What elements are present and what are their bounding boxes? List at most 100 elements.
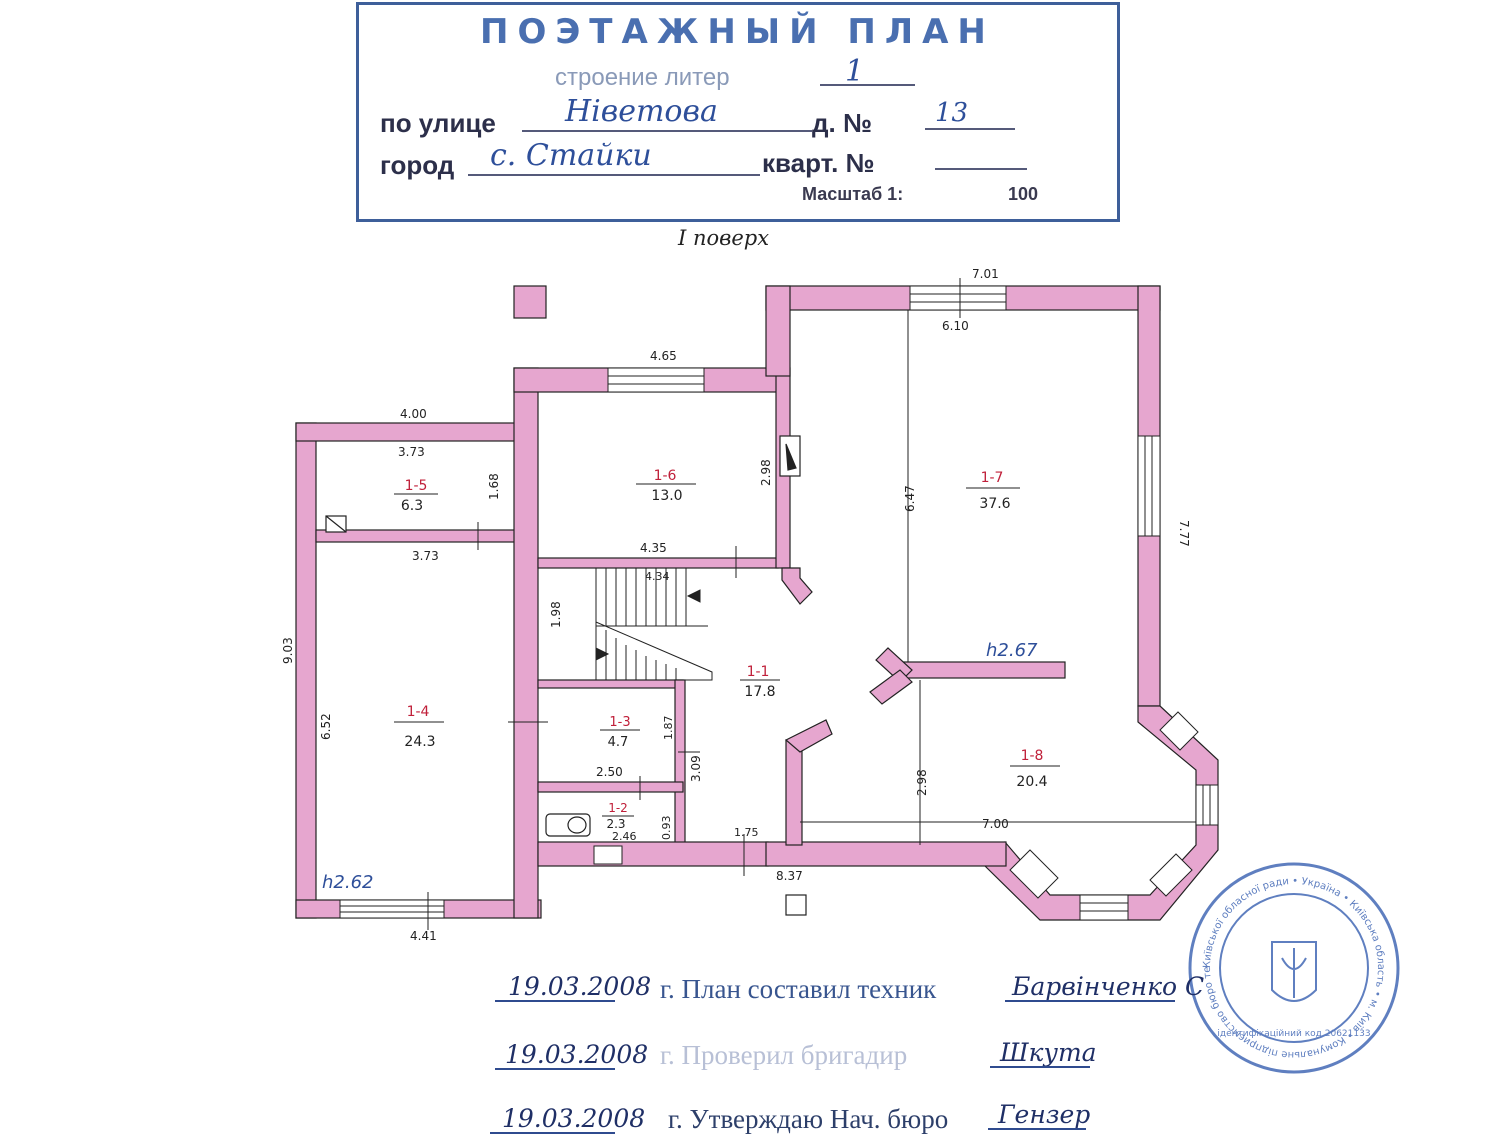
title-stamp	[356, 2, 1120, 222]
dim-stair-width: 4.34	[645, 570, 670, 583]
window-1-7-top	[909, 285, 1007, 311]
scale-label: Масштаб 1:	[802, 184, 904, 204]
room-area-1-3: 4.7	[608, 735, 629, 750]
dim-1-4-bottom: 4.41	[410, 929, 437, 943]
walls	[295, 285, 1219, 921]
dim-bottom-outer: 8.37	[776, 869, 803, 883]
footer-text-2: г. Проверил бригадир	[660, 1040, 908, 1070]
city-underline	[468, 174, 760, 176]
wall-1-3-top	[537, 679, 684, 689]
footer-sign-3: Гензер	[998, 1100, 1091, 1129]
room-area-1-5: 6.3	[401, 498, 423, 514]
dim-1-6-height: 2.98	[759, 459, 773, 486]
room-1-2: 1-2 2.3	[602, 801, 634, 831]
dim-top-inner: 6.10	[942, 319, 969, 333]
block-underline	[935, 168, 1027, 170]
stamp-subtitle: строение литер	[555, 64, 730, 91]
dim-1-2-width: 2.46	[612, 830, 637, 843]
window-bay-lower-left	[1009, 849, 1059, 899]
dim-stair-height: 1.98	[549, 601, 563, 628]
house-label: д. №	[812, 108, 872, 138]
footer-sign-2: Шкута	[1000, 1038, 1097, 1067]
room-area-1-8: 20.4	[1016, 774, 1047, 790]
window-bay-bottom	[1079, 894, 1129, 921]
window-bay-upper	[1159, 711, 1199, 751]
dim-1-3-height: 1.87	[662, 716, 675, 741]
window-1-7-right	[1137, 435, 1161, 537]
partition-horizontal	[899, 661, 1066, 679]
room-1-1: 1-1 17.8	[740, 664, 780, 700]
room-area-1-7: 37.6	[979, 496, 1010, 512]
dim-right-outer: 7.77	[1177, 520, 1191, 547]
room-number-1-5: 1-5	[405, 478, 428, 494]
room-labels: 1-5 6.3 1-6 13.0 1-7 37.6 1-1 17.8 1-4 2…	[394, 468, 1060, 831]
street-value: Ніветова	[565, 94, 718, 129]
room-1-4: 1-4 24.3	[394, 704, 444, 750]
windows	[339, 285, 1219, 921]
height-label-1-4: h2.62	[322, 872, 374, 893]
street-label: по улице	[380, 108, 496, 138]
dim-1-1-lower: 3.09	[689, 755, 703, 782]
room-1-3: 1-3 4.7	[600, 715, 640, 750]
block-label: кварт. №	[762, 148, 875, 178]
room-area-1-4: 24.3	[404, 734, 435, 750]
dim-1-7-height: 6.47	[903, 485, 917, 512]
room-number-1-2: 1-2	[608, 801, 628, 815]
dim-1-6-outer: 4.65	[650, 349, 677, 363]
stairs	[595, 568, 713, 681]
room-1-6: 1-6 13.0	[636, 468, 696, 504]
city-label: город	[380, 150, 455, 180]
footer-sign-1: Барвінченко С	[1012, 972, 1205, 1001]
scale-value: 100	[1008, 184, 1039, 204]
footer-underline-2	[495, 1068, 615, 1070]
dim-left-outer: 9.03	[281, 637, 295, 664]
room-number-1-1: 1-1	[747, 664, 770, 680]
window-1-2	[593, 845, 623, 865]
footer-underline-1	[495, 1000, 615, 1002]
dim-door: 1.75	[734, 826, 759, 839]
window-bay-lower-right	[1149, 853, 1193, 897]
footer-date-3: 19.03.2008	[502, 1104, 646, 1133]
wall-center-left	[513, 367, 539, 919]
dim-1-8-height: 2.98	[915, 769, 929, 796]
stamp-title: ПОЭТАЖНЫЙ ПЛАН	[480, 12, 995, 52]
window-bay-right	[1195, 784, 1219, 826]
wall-left	[295, 422, 317, 919]
dim-1-5-inner: 3.73	[398, 445, 425, 459]
wall-1-3-bottom	[537, 781, 684, 793]
street-underline	[522, 130, 812, 132]
dim-1-4-top: 3.73	[412, 549, 439, 563]
wall-bottom-center	[537, 841, 769, 867]
house-value: 13	[935, 98, 969, 128]
wall-left-1-7-upper	[765, 285, 791, 377]
dim-1-8-width: 7.00	[982, 817, 1009, 831]
wall-stub-1-1	[781, 567, 813, 605]
window-1-6	[607, 367, 705, 393]
footer-sign-underline-1	[1005, 1000, 1175, 1002]
dim-top-outer: 7.01	[972, 267, 999, 281]
dim-1-3-width: 2.50	[596, 765, 623, 779]
dim-1-2-height: 0.93	[660, 816, 673, 841]
dimension-labels: 7.01 6.10 4.65 4.00 3.73 3.73 1.68 2.98 …	[281, 267, 1191, 943]
wall-partition-angle	[784, 719, 833, 753]
room-number-1-3: 1-3	[609, 715, 630, 730]
window-1-4	[339, 899, 445, 919]
room-1-8: 1-8 20.4	[1010, 748, 1060, 790]
room-1-5: 1-5 6.3	[394, 478, 438, 514]
room-number-1-4: 1-4	[407, 704, 430, 720]
partition-arm-bottom	[869, 669, 913, 705]
dim-1-6-width: 4.35	[640, 541, 667, 555]
footer-sign-underline-3	[988, 1128, 1086, 1130]
footer-date-2: 19.03.2008	[505, 1040, 649, 1069]
dimension-lines	[427, 278, 1196, 930]
dim-1-5-height: 1.68	[487, 473, 501, 500]
chimney-bottom	[785, 894, 807, 916]
wall-1-3-right	[674, 679, 686, 846]
liter-value: 1	[845, 54, 865, 89]
dim-1-4-height: 6.52	[319, 713, 333, 740]
dim-1-5-outer: 4.00	[400, 407, 427, 421]
footer-sign-underline-2	[990, 1066, 1090, 1068]
room-area-1-2: 2.3	[606, 817, 625, 831]
height-label-1-7: h2.67	[986, 640, 1038, 661]
